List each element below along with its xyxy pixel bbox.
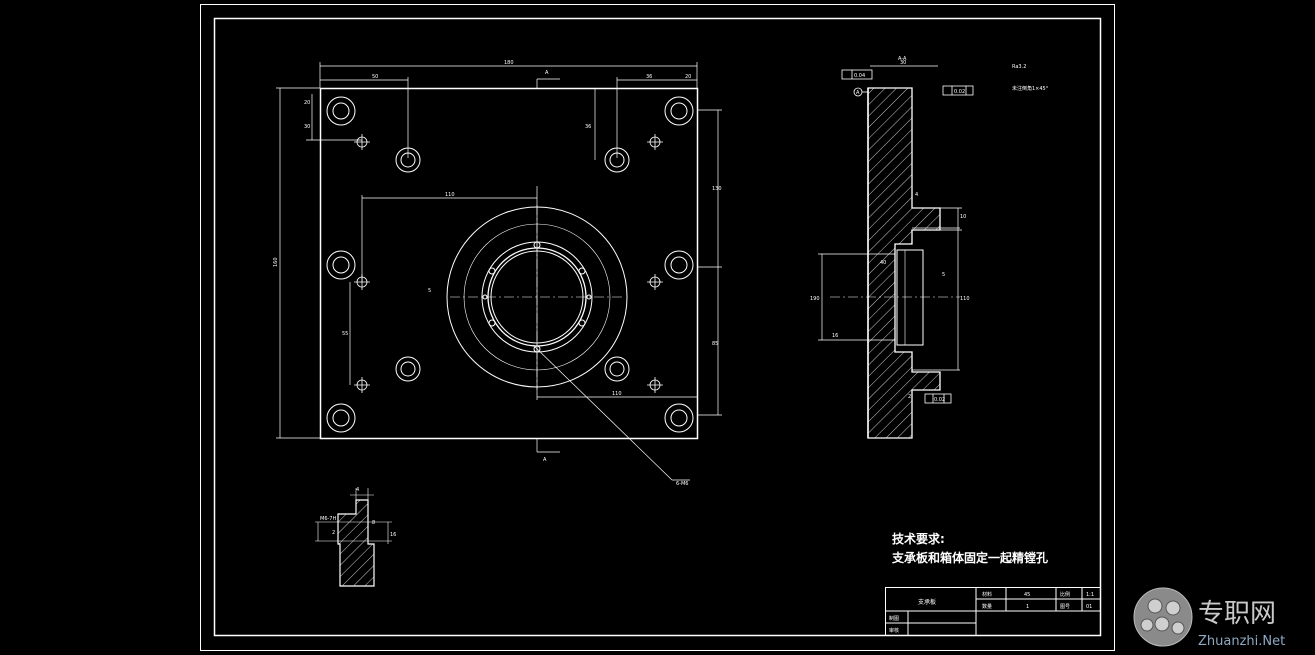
watermark-text: 专职网 xyxy=(1198,599,1276,629)
tb-checked: 审核 xyxy=(889,627,899,634)
tb-cell: 1 xyxy=(1026,604,1029,610)
dim-text: 20 xyxy=(685,74,691,80)
section-view: A-A 30 190 40 16 10 110 5 4 2 xyxy=(810,56,1049,439)
tb-cell: 01 xyxy=(1086,604,1092,610)
dim-text: 160 xyxy=(273,257,279,267)
parallel-bottom-value: 0.02 xyxy=(934,397,945,403)
tb-drawn: 制图 xyxy=(889,615,899,622)
watermark-url: Zhuanzhi.Net xyxy=(1198,634,1285,649)
dim-text: 30 xyxy=(304,124,310,130)
dim-text: 110 xyxy=(960,296,970,302)
dim-text: 36 xyxy=(585,124,591,130)
datum-label: A xyxy=(856,90,860,96)
dim-text: 20 xyxy=(304,100,310,106)
dim-text: 30 xyxy=(900,60,906,66)
watermark: 专职网 Zhuanzhi.Net xyxy=(1133,587,1285,649)
title-block: 支承板 材料 45 比例 1:1 数量 1 图号 01 制图 审核 xyxy=(885,587,1101,636)
dim-text: 85 xyxy=(712,341,718,347)
detail-view: 4 M6-7H 8 2 16 xyxy=(315,487,396,587)
dim-text: 110 xyxy=(612,391,622,397)
dim-text: 130 xyxy=(712,186,722,192)
inner-border xyxy=(213,17,1102,637)
outer-border xyxy=(200,4,1115,651)
tb-cell: 图号 xyxy=(1060,604,1070,610)
notes-heading: 技术要求: xyxy=(892,531,945,546)
thread-callout: M6-7H xyxy=(320,516,336,522)
tb-cell: 45 xyxy=(1024,592,1030,598)
tb-cell: 1:1 xyxy=(1086,592,1094,598)
dim-text: 10 xyxy=(960,214,966,220)
dim-text: 5 xyxy=(428,288,431,294)
dim-text: 16 xyxy=(832,333,838,339)
dim-text: 4 xyxy=(356,487,359,493)
dim-text: 2 xyxy=(908,394,911,400)
notes-body: 支承板和箱体固定一起精镗孔 xyxy=(891,550,1048,565)
dim-text: 36 xyxy=(646,74,652,80)
dim-text: 8 xyxy=(372,520,375,526)
central-bore: 6-M6 xyxy=(446,205,690,487)
hole-callout: 6-M6 xyxy=(676,481,688,487)
dim-text: 50 xyxy=(372,74,378,80)
tb-cell: 材料 xyxy=(982,591,992,598)
bolt-holes xyxy=(326,96,694,433)
dim-text: 16 xyxy=(390,532,396,538)
tb-cell: 比例 xyxy=(1060,591,1070,598)
section-mark-bottom: A xyxy=(543,457,547,463)
chamfer-note: 未注倒角1×45° xyxy=(1012,85,1049,92)
dim-text: 180 xyxy=(504,60,514,66)
pin-holes xyxy=(354,134,663,393)
dim-overall-width: 180 xyxy=(319,60,698,88)
part-name: 支承板 xyxy=(918,598,936,606)
dim-text: 55 xyxy=(342,331,348,337)
surface-finish: Ra3.2 xyxy=(1012,64,1026,70)
parallel-top-value: 0.02 xyxy=(954,89,965,95)
dim-text: 190 xyxy=(810,296,820,302)
section-mark-top: A xyxy=(545,70,549,76)
section-hatch xyxy=(867,87,941,439)
dim-text: 40 xyxy=(880,260,886,266)
dim-text: 110 xyxy=(445,192,455,198)
dim-text: 2 xyxy=(332,530,335,536)
flatness-value: 0.04 xyxy=(854,73,865,79)
dim-text: 5 xyxy=(942,272,945,278)
gd-t-frames: 0.04 A 0.02 0.02 xyxy=(841,69,974,404)
plate-outline xyxy=(319,87,699,440)
tb-cell: 数量 xyxy=(982,603,992,610)
front-view: 180 50 36 20 A A 160 20 30 xyxy=(273,60,722,487)
dim-text: 4 xyxy=(915,192,918,198)
section-label: A-A xyxy=(898,56,907,62)
